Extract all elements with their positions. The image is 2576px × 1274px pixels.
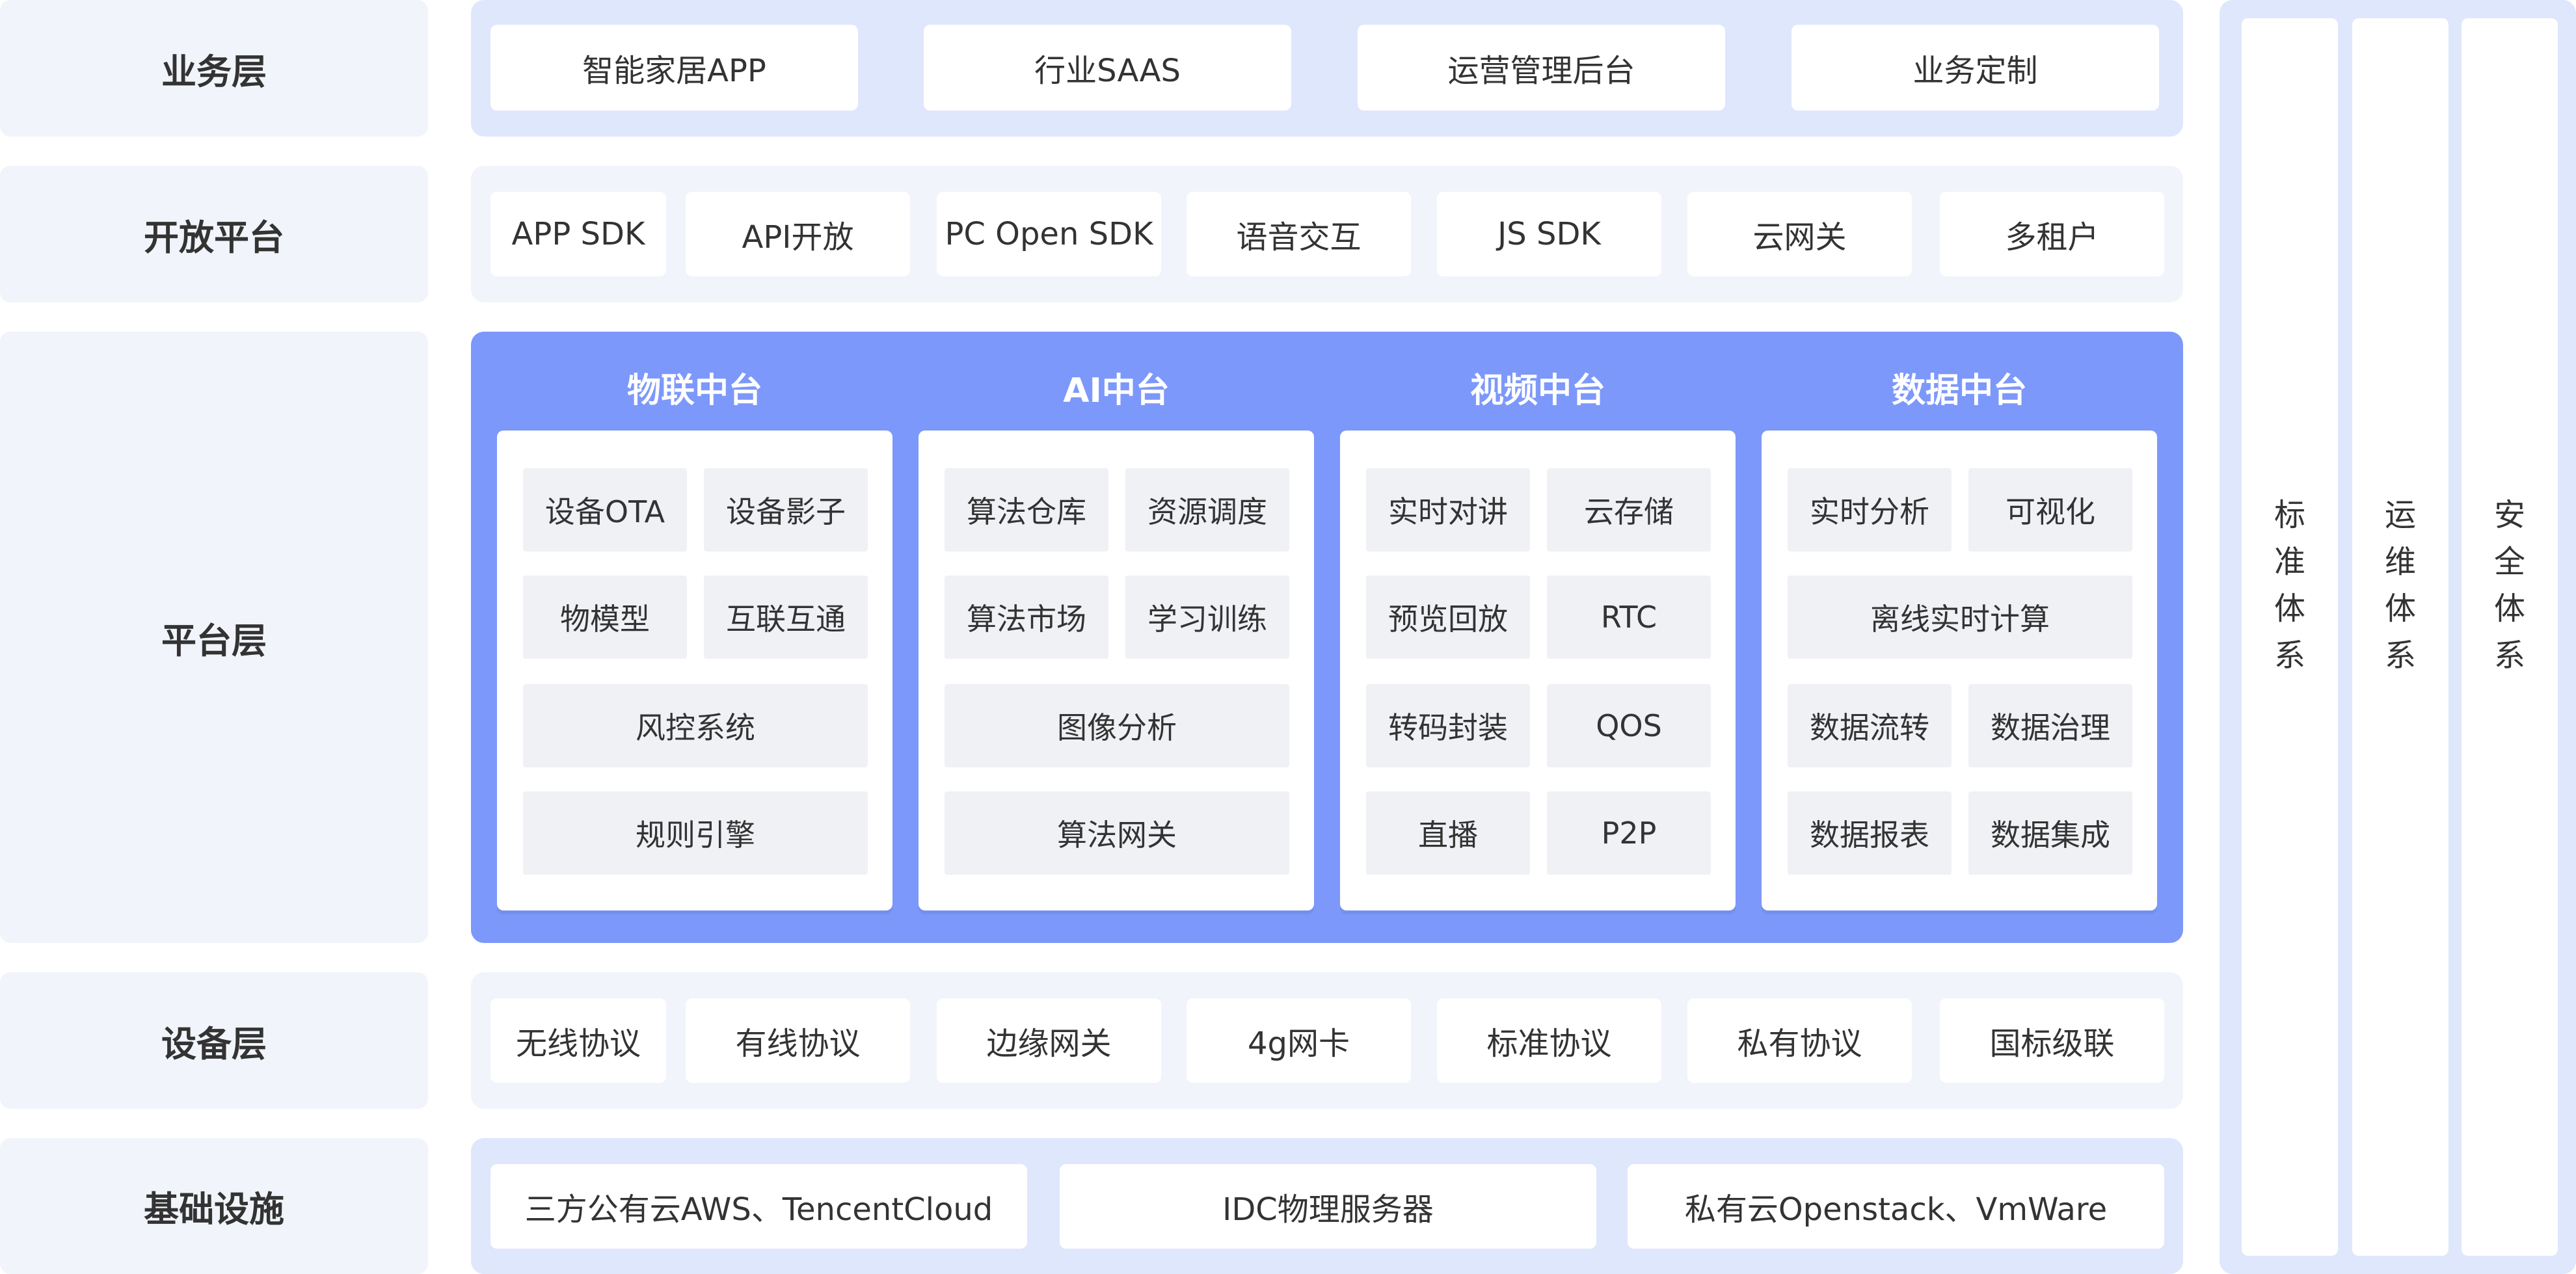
data-platform-card: 实时分析 可视化 离线实时计算 数据流转 数据治理 数据报表 数据集成 bbox=[1762, 431, 2157, 910]
iot-platform-card: 设备OTA 设备影子 物模型 互联互通 风控系统 规则引擎 bbox=[497, 431, 892, 910]
open-platform-item: PC Open SDK bbox=[937, 192, 1161, 276]
ai-cell: 算法网关 bbox=[945, 791, 1289, 875]
video-cell: 转码封装 bbox=[1366, 684, 1530, 767]
ai-cell: 算法仓库 bbox=[945, 468, 1108, 551]
open-platform-item: APP SDK bbox=[490, 192, 666, 276]
open-platform-item: API开放 bbox=[686, 192, 910, 276]
device-item: 边缘网关 bbox=[937, 998, 1161, 1083]
data-platform-title: 数据中台 bbox=[1891, 371, 2027, 410]
device-layer-band: 无线协议 有线协议 边缘网关 4g网卡 标准协议 私有协议 国标级联 bbox=[471, 972, 2183, 1109]
iot-cell: 互联互通 bbox=[704, 576, 868, 659]
layer-label-platform: 平台层 bbox=[0, 332, 428, 943]
ai-cell: 资源调度 bbox=[1125, 468, 1289, 551]
open-platform-band: APP SDK API开放 PC Open SDK 语音交互 JS SDK 云网… bbox=[471, 166, 2183, 302]
video-cell: P2P bbox=[1547, 791, 1711, 875]
device-item: 标准协议 bbox=[1437, 998, 1661, 1083]
iot-cell: 设备OTA bbox=[523, 468, 687, 551]
data-cell: 数据流转 bbox=[1788, 684, 1952, 767]
side-system-standard: 标准体系 bbox=[2242, 18, 2338, 1256]
video-cell: RTC bbox=[1547, 576, 1711, 659]
device-item: 国标级联 bbox=[1940, 998, 2164, 1083]
data-cell: 离线实时计算 bbox=[1788, 576, 2132, 659]
device-item: 4g网卡 bbox=[1187, 998, 1411, 1083]
ai-platform-card: 算法仓库 资源调度 算法市场 学习训练 图像分析 算法网关 bbox=[919, 431, 1314, 910]
iot-cell: 风控系统 bbox=[523, 684, 868, 767]
video-cell: 直播 bbox=[1366, 791, 1530, 875]
ai-platform-title: AI中台 bbox=[1063, 371, 1170, 410]
open-platform-item: 云网关 bbox=[1687, 192, 1912, 276]
device-item: 私有协议 bbox=[1687, 998, 1912, 1083]
iot-platform-title: 物联中台 bbox=[626, 371, 762, 410]
video-platform-title: 视频中台 bbox=[1469, 371, 1605, 410]
data-cell: 可视化 bbox=[1968, 468, 2132, 551]
ai-cell: 图像分析 bbox=[945, 684, 1289, 767]
data-cell: 数据报表 bbox=[1788, 791, 1952, 875]
open-platform-item: JS SDK bbox=[1437, 192, 1661, 276]
side-system-label: 安全体系 bbox=[2493, 496, 2525, 674]
business-item: 智能家居APP bbox=[490, 25, 858, 111]
device-item: 无线协议 bbox=[490, 998, 666, 1083]
side-system-label: 标准体系 bbox=[2274, 496, 2305, 674]
data-cell: 数据集成 bbox=[1968, 791, 2132, 875]
video-platform-card: 实时对讲 云存储 预览回放 RTC 转码封装 QOS 直播 P2P bbox=[1340, 431, 1736, 910]
platform-layer-band: 物联中台 设备OTA 设备影子 物模型 互联互通 风控系统 规则引擎 AI中台 … bbox=[471, 332, 2183, 943]
video-cell: 实时对讲 bbox=[1366, 468, 1530, 551]
side-systems-panel: 标准体系 运维体系 安全体系 bbox=[2220, 0, 2576, 1274]
layer-label-device: 设备层 bbox=[0, 972, 428, 1109]
data-cell: 实时分析 bbox=[1788, 468, 1952, 551]
business-item: 业务定制 bbox=[1791, 25, 2159, 111]
iot-cell: 规则引擎 bbox=[523, 791, 868, 875]
side-system-security: 安全体系 bbox=[2462, 18, 2558, 1256]
layer-label-infrastructure: 基础设施 bbox=[0, 1138, 428, 1274]
open-platform-item: 语音交互 bbox=[1187, 192, 1411, 276]
layer-label-open-platform: 开放平台 bbox=[0, 166, 428, 302]
iot-cell: 设备影子 bbox=[704, 468, 868, 551]
device-item: 有线协议 bbox=[686, 998, 910, 1083]
infrastructure-item: 私有云Openstack、VmWare bbox=[1628, 1164, 2164, 1249]
infrastructure-band: 三方公有云AWS、TencentCloud IDC物理服务器 私有云Openst… bbox=[471, 1138, 2183, 1274]
video-cell: 预览回放 bbox=[1366, 576, 1530, 659]
side-system-label: 运维体系 bbox=[2384, 496, 2416, 674]
data-cell: 数据治理 bbox=[1968, 684, 2132, 767]
infrastructure-item: IDC物理服务器 bbox=[1060, 1164, 1596, 1249]
business-layer-band: 智能家居APP 行业SAAS 运营管理后台 业务定制 bbox=[471, 0, 2183, 137]
video-cell: QOS bbox=[1547, 684, 1711, 767]
ai-cell: 学习训练 bbox=[1125, 576, 1289, 659]
iot-cell: 物模型 bbox=[523, 576, 687, 659]
video-cell: 云存储 bbox=[1547, 468, 1711, 551]
business-item: 运营管理后台 bbox=[1358, 25, 1725, 111]
infrastructure-item: 三方公有云AWS、TencentCloud bbox=[490, 1164, 1027, 1249]
side-system-ops: 运维体系 bbox=[2352, 18, 2449, 1256]
open-platform-item: 多租户 bbox=[1940, 192, 2164, 276]
layer-label-business: 业务层 bbox=[0, 0, 428, 137]
ai-cell: 算法市场 bbox=[945, 576, 1108, 659]
business-item: 行业SAAS bbox=[924, 25, 1291, 111]
